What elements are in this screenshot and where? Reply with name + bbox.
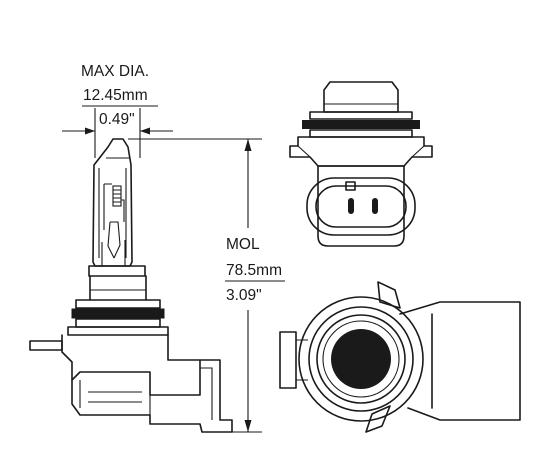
- bulb-side-view: [29, 138, 233, 433]
- flange: [75, 299, 161, 309]
- mol-title: MOL: [226, 236, 260, 253]
- socket-body: [67, 326, 169, 336]
- bulb-base-view: [279, 281, 521, 433]
- socket-core: [331, 329, 391, 389]
- connector-side: [71, 359, 233, 433]
- pin-latch: [345, 181, 356, 191]
- mol-imperial: 3.09": [226, 287, 262, 304]
- connector-housing: [317, 165, 405, 247]
- pin-right: [372, 198, 378, 214]
- diameter-dimension: MAX DIA. 12.45mm 0.49": [62, 63, 173, 158]
- pin-left: [348, 198, 354, 214]
- max-dia-title: MAX DIA.: [81, 63, 149, 80]
- mounting-tabs: [289, 136, 433, 167]
- outer-flange: [298, 296, 424, 422]
- mol-metric: 78.5mm: [226, 262, 282, 279]
- length-dimension: MOL 78.5mm 3.09": [128, 138, 290, 433]
- glass-collar: [88, 265, 146, 277]
- filament: [101, 183, 126, 266]
- max-dia-imperial: 0.49": [99, 111, 135, 128]
- max-dia-metric: 12.45mm: [83, 87, 148, 104]
- glass-capsule: [92, 138, 133, 267]
- o-ring: [71, 308, 165, 319]
- connector-front-view: [289, 81, 433, 247]
